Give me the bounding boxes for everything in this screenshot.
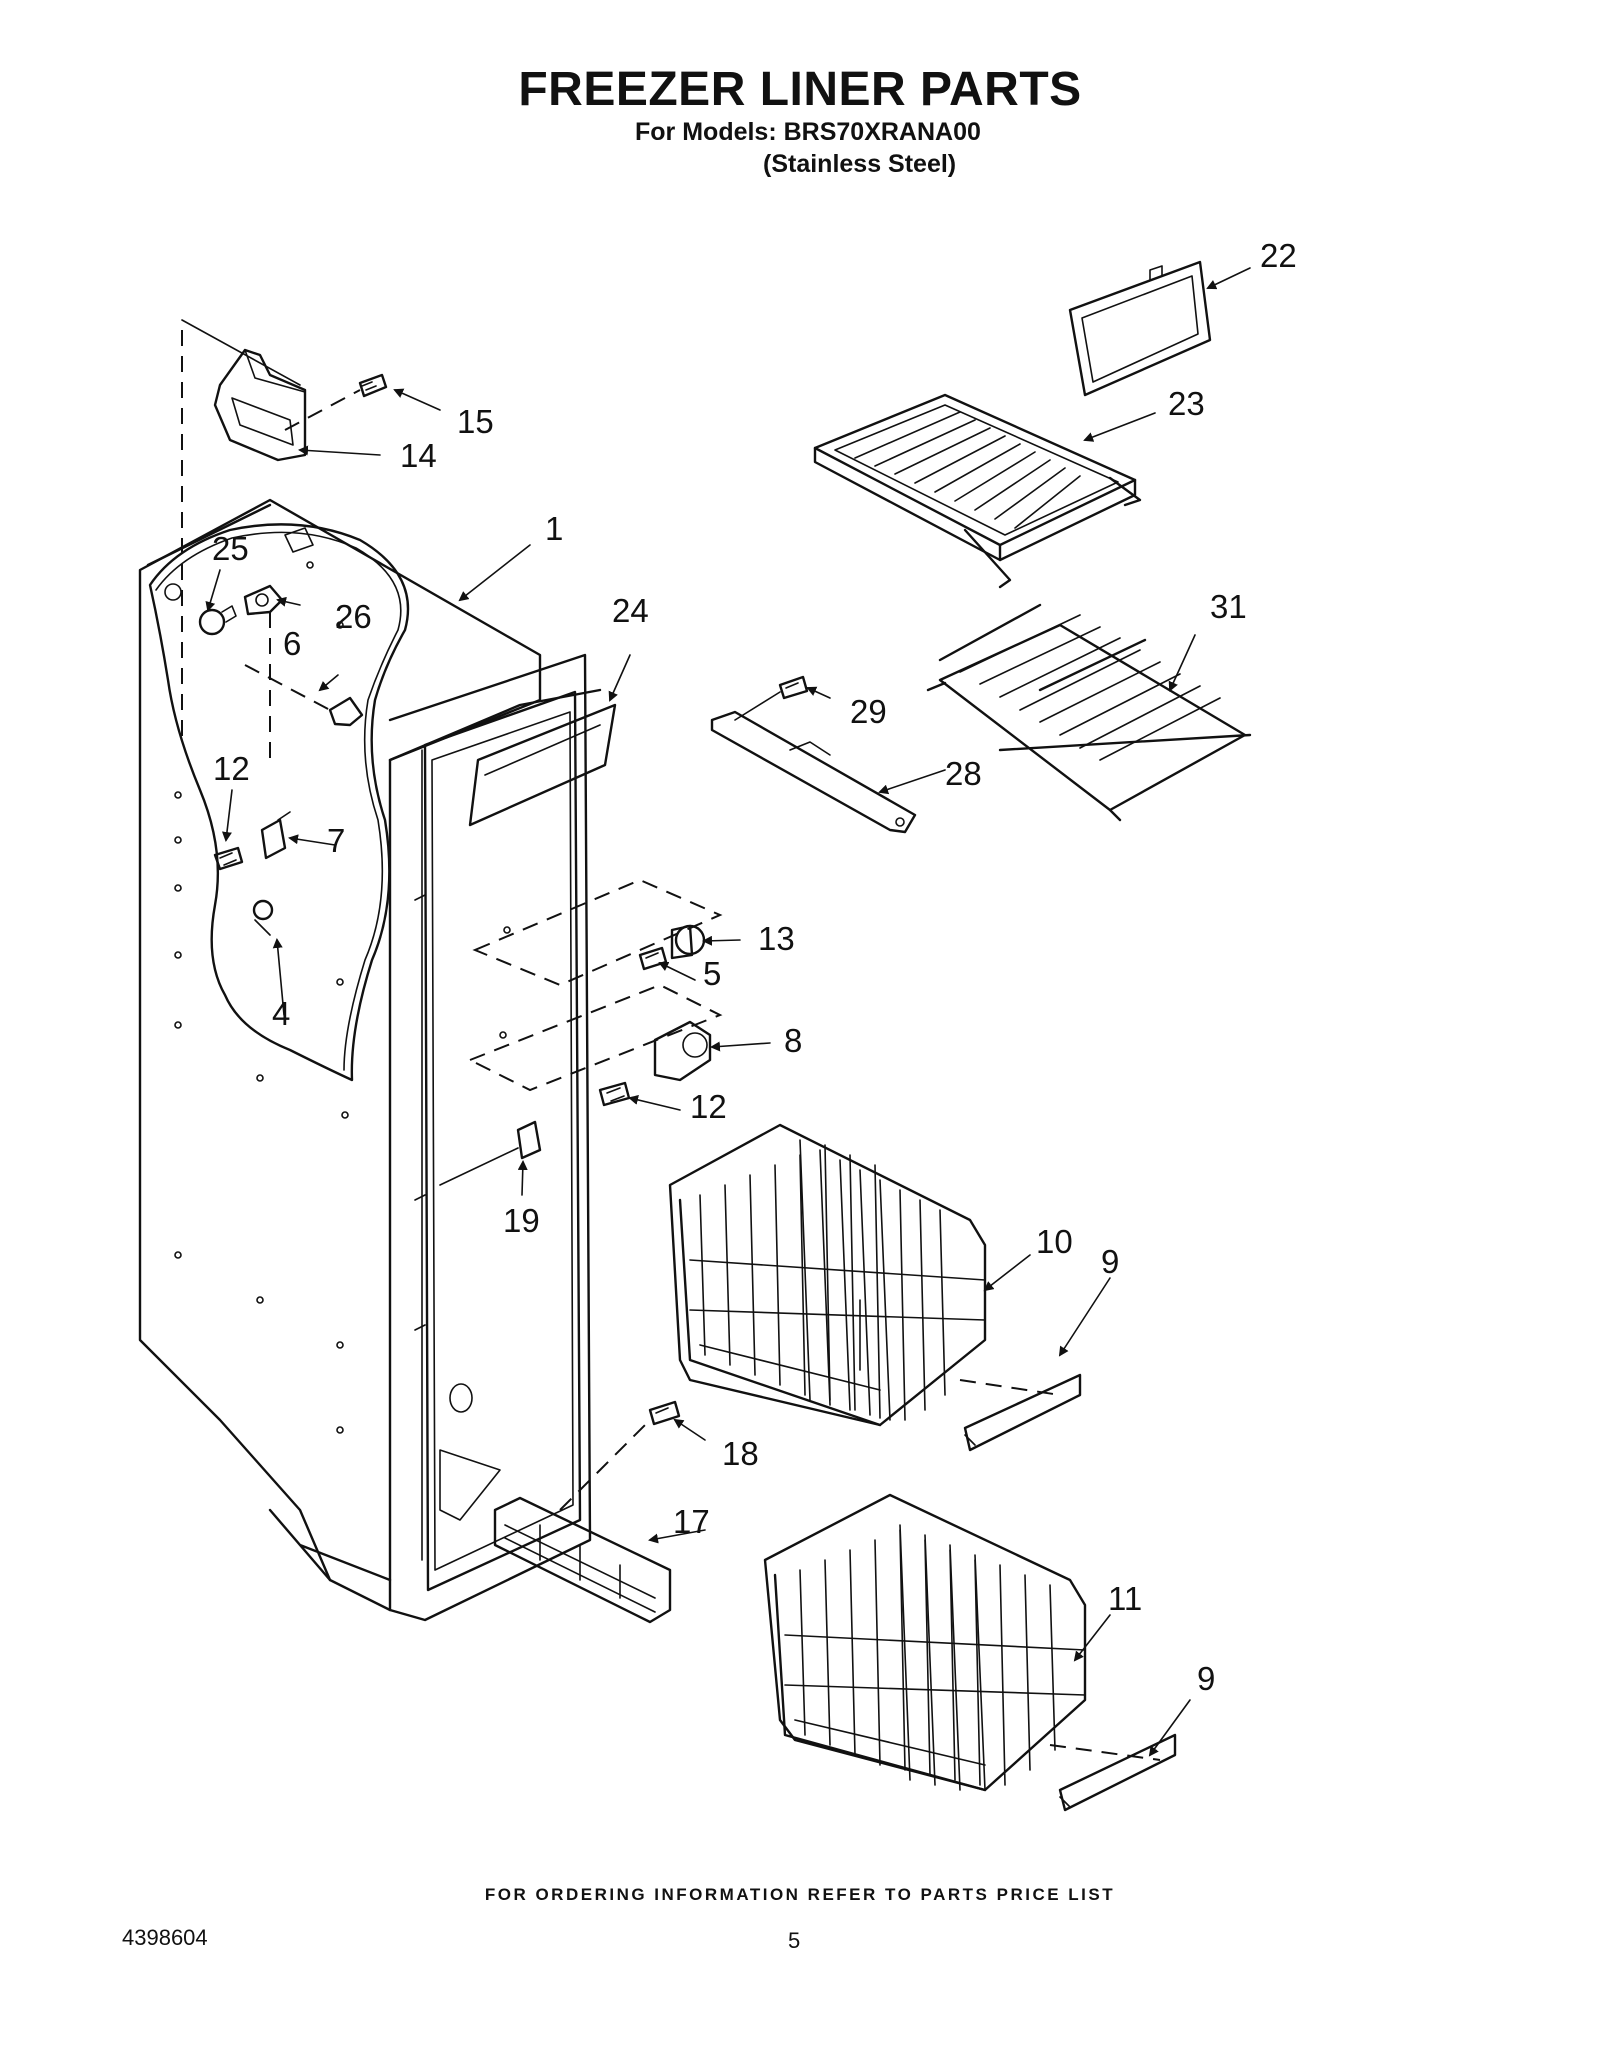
callout-14: 14 [400, 437, 437, 474]
callout-4: 4 [272, 995, 290, 1032]
callout-13: 13 [758, 920, 795, 957]
callout-9-lower: 9 [1197, 1660, 1215, 1697]
callout-17: 17 [673, 1503, 710, 1540]
part-13-roller [472, 878, 723, 987]
ordering-note: FOR ORDERING INFORMATION REFER TO PARTS … [484, 1885, 1116, 1904]
part-9-lower-trim [1049, 1733, 1177, 1812]
callout-7: 7 [327, 822, 345, 859]
callout-22: 22 [1260, 237, 1297, 274]
part-23-shelf [813, 393, 1142, 589]
part-6-clip [244, 664, 364, 727]
part-12-screw-left [213, 846, 244, 871]
callout-31: 31 [1210, 588, 1247, 625]
callout-18: 18 [722, 1435, 759, 1472]
variant-line: (Stainless Steel) [763, 150, 957, 178]
callout-12-left: 12 [213, 750, 250, 787]
part-5-screw [638, 946, 668, 971]
leader-arrows [205, 267, 1251, 1757]
part-15-screw [284, 373, 388, 431]
part-25-bulb [198, 605, 237, 636]
callout-8: 8 [784, 1022, 802, 1059]
callout-12-right: 12 [690, 1088, 727, 1125]
callout-1: 1 [545, 510, 563, 547]
freezer-liner [138, 498, 602, 1622]
callout-labels: 1 4 5 6 7 8 9 9 10 11 12 12 13 14 15 17 … [212, 237, 1297, 1697]
part-8-bracket [467, 983, 723, 1092]
part-28-rail [710, 710, 917, 834]
part-22-frame [1068, 260, 1212, 397]
part-17-grille [493, 1496, 672, 1624]
callout-6: 6 [283, 625, 301, 662]
part-12-screw-right [598, 1081, 631, 1107]
part-29-screw [734, 675, 809, 721]
callout-11: 11 [1108, 1580, 1142, 1617]
models-line: For Models: BRS70XRANA00 [635, 118, 981, 146]
callout-28: 28 [945, 755, 982, 792]
callout-25: 25 [212, 530, 249, 567]
part-19-switch [439, 1120, 542, 1186]
callout-26: 26 [335, 598, 372, 635]
page-title: FREEZER LINER PARTS [518, 63, 1082, 116]
callout-15: 15 [457, 403, 494, 440]
part-11-lower-basket [763, 1493, 1087, 1792]
part-4-plug [252, 899, 274, 936]
callout-9-upper: 9 [1101, 1243, 1119, 1280]
part-31-wire-shelf [926, 603, 1252, 822]
part-10-upper-basket [668, 1123, 987, 1427]
part-24-diffuser [468, 703, 617, 827]
callout-24: 24 [612, 592, 649, 629]
callout-19: 19 [503, 1202, 540, 1239]
callout-23: 23 [1168, 385, 1205, 422]
part-7-switch [260, 811, 291, 860]
callout-10: 10 [1036, 1223, 1073, 1260]
part-9-upper-trim [959, 1373, 1082, 1452]
page-number: 5 [788, 1928, 801, 1953]
part-18-screw [559, 1400, 681, 1511]
part-26-socket [243, 584, 284, 760]
document-number: 4398604 [122, 1925, 208, 1950]
callout-5: 5 [703, 955, 721, 992]
part-14-bracket [213, 348, 307, 462]
callout-29: 29 [850, 693, 887, 730]
